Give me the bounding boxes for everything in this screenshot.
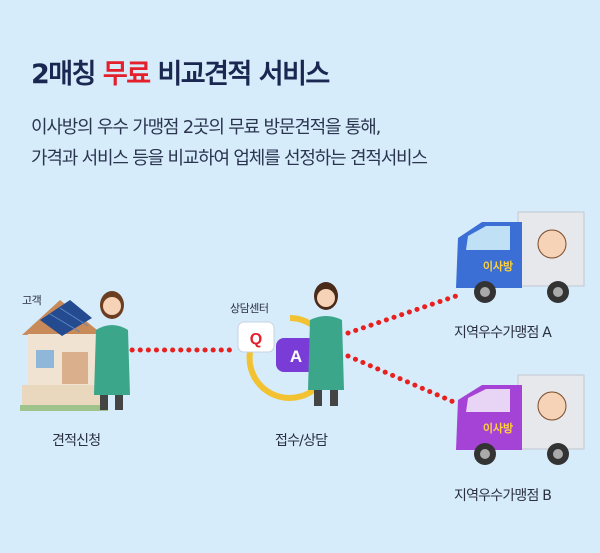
truck-b-icon: 이사방 (456, 374, 585, 465)
bubble-q-text: Q (250, 331, 262, 348)
truck-b-logo: 이사방 (483, 421, 513, 435)
truck-b-caption: 지역우수가맹점 B (454, 488, 552, 504)
description: 이사방의 우수 가맹점 2곳의 무료 방문견적을 통해, 가격과 서비스 등을 … (31, 112, 428, 174)
connector-center-truck-b (345, 353, 459, 406)
customer-person-icon (94, 291, 130, 410)
description-line-2: 가격과 서비스 등을 비교하여 업체를 선정하는 견적서비스 (31, 148, 428, 169)
truck-a-caption: 지역우수가맹점 A (454, 325, 552, 341)
center-tag: 상담센터 (230, 302, 269, 315)
title-suffix: 비교견적 서비스 (157, 59, 330, 90)
customer-tag: 고객 (22, 294, 42, 307)
center-caption: 접수/상담 (275, 433, 328, 449)
bubble-a-text: A (290, 347, 302, 366)
customer-caption: 견적신청 (52, 433, 101, 449)
house-icon (20, 300, 108, 411)
description-line-1: 이사방의 우수 가맹점 2곳의 무료 방문견적을 통해, (31, 117, 381, 138)
truck-a-logo: 이사방 (483, 259, 513, 273)
connector-center-truck-a (345, 293, 459, 336)
title-prefix: 2매칭 (31, 59, 96, 90)
page-title: 2매칭 무료 비교견적 서비스 (31, 52, 330, 91)
title-highlight: 무료 (102, 59, 151, 90)
truck-a-icon: 이사방 (456, 211, 585, 303)
agent-person-icon (308, 282, 344, 406)
